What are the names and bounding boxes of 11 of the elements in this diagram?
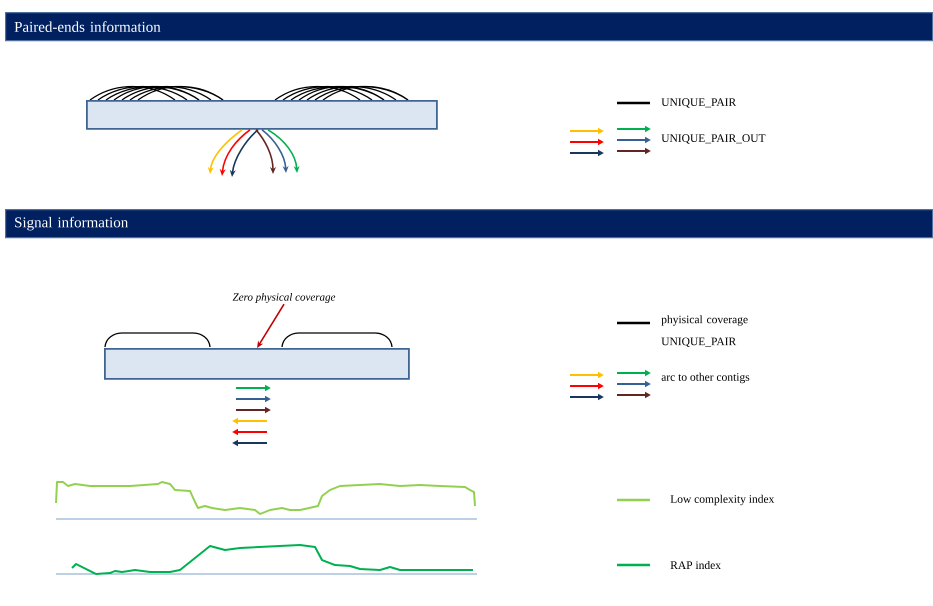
- section-header: Paired-ends information: [5, 12, 933, 42]
- legend-label: phyisical coverage UNIQUE_PAIR: [661, 315, 748, 348]
- legend-label: UNIQUE_PAIR_OUT: [661, 134, 766, 144]
- contig-bar: [86, 100, 438, 130]
- legend-label: RAP index: [670, 560, 721, 570]
- section-header: Signal information: [5, 209, 933, 238]
- legend-label: UNIQUE_PAIR: [661, 98, 736, 108]
- legend-label: Low complexity index: [670, 494, 774, 506]
- contig-bar: [104, 348, 410, 380]
- legend-label: arc to other contigs: [662, 372, 750, 384]
- annotation-text: Zero physical coverage: [232, 293, 336, 303]
